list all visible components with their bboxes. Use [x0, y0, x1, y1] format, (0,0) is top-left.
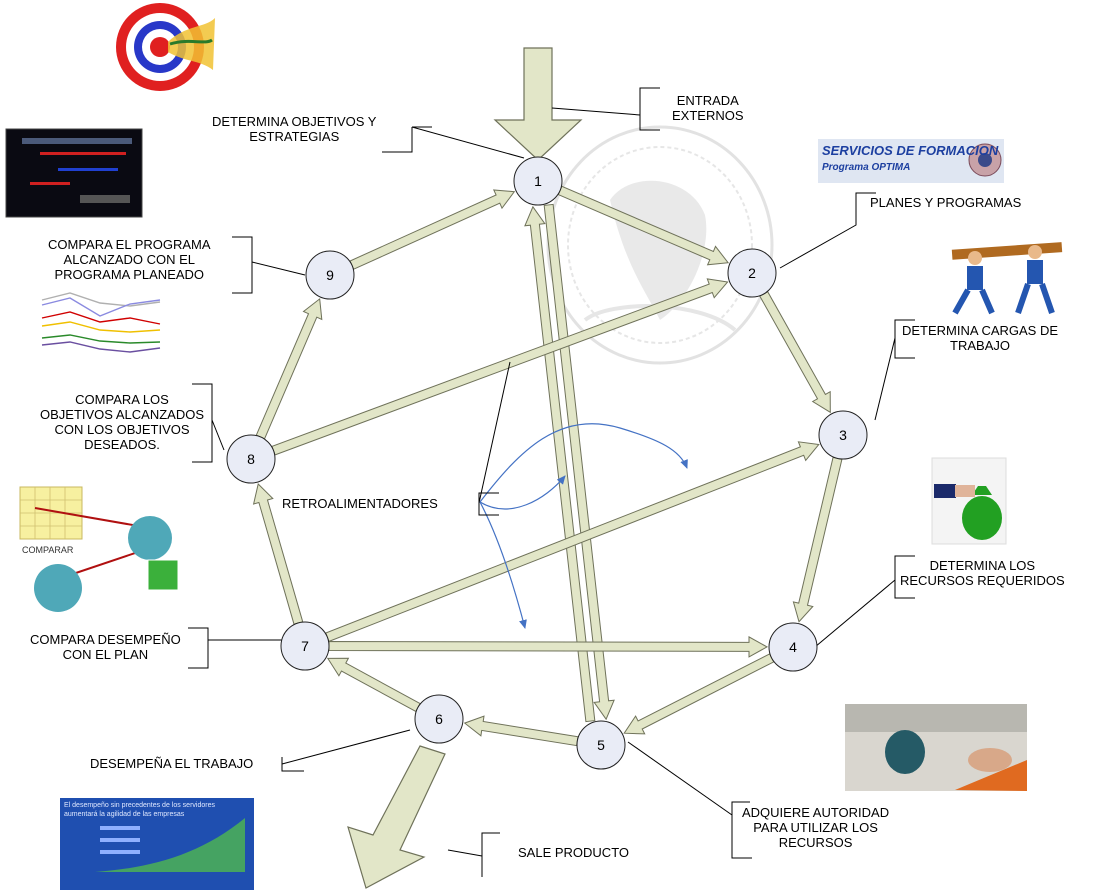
node-number: 8 [247, 451, 255, 467]
node-circle [305, 250, 355, 300]
node-circle [727, 248, 777, 298]
process-node-6: 6 [414, 694, 464, 744]
callout-leaders [188, 87, 915, 877]
node-circle [280, 621, 330, 671]
edge-arrow-7-8 [252, 483, 304, 625]
process-node-1: 1 [513, 156, 563, 206]
money-bag-clipart [931, 457, 1007, 545]
process-node-5: 5 [576, 720, 626, 770]
node-number: 7 [301, 638, 309, 654]
node-number: 3 [839, 427, 847, 443]
edge-arrow-7-3 [325, 441, 820, 643]
edge-arrow-2-3 [759, 291, 831, 414]
process-node-4: 4 [768, 622, 818, 672]
writing-hand-photo [845, 704, 1027, 791]
screen-thumbnail [5, 128, 143, 218]
node-number: 1 [534, 173, 542, 189]
process-node-7: 7 [280, 621, 330, 671]
desempena-label: DESEMPEÑA EL TRABAJO [90, 756, 254, 771]
node-circle [513, 156, 563, 206]
desempeno-slide-thumbnail [60, 798, 254, 890]
servicios-banner-title: SERVICIOS DE FORMACION [822, 143, 999, 158]
node-number: 5 [597, 737, 605, 753]
retroalimentadores-label: RETROALIMENTADORES [282, 496, 438, 511]
comparar-word: COMPARAR [22, 545, 74, 555]
edge-arrow-3-4 [792, 456, 843, 623]
node-circle [818, 410, 868, 460]
edge-arrow-5-1 [524, 205, 596, 723]
edge-arrow-7-4 [328, 636, 769, 658]
node-number: 4 [789, 639, 797, 655]
edge-arrow-4-5 [623, 653, 775, 735]
node-circle [576, 720, 626, 770]
process-node-3: 3 [818, 410, 868, 460]
sale-producto-arrow [347, 745, 446, 889]
node-circle [768, 622, 818, 672]
edge-arrow-9-1 [349, 189, 516, 270]
edge-arrow-8-2 [271, 278, 729, 456]
sale-producto-label: SALE PRODUCTO [518, 845, 630, 860]
watermark-crest [546, 125, 774, 365]
node-number: 2 [748, 265, 756, 281]
process-node-2: 2 [727, 248, 777, 298]
process-node-9: 9 [305, 250, 355, 300]
desempeno-slide-text: El desempeño sin precedentes de los serv… [64, 802, 215, 818]
node-number: 9 [326, 267, 334, 283]
servicios-banner-subtitle: Programa OPTIMA [822, 162, 911, 173]
edge-arrow-1-2 [557, 185, 730, 266]
process-node-8: 8 [226, 434, 276, 484]
entrada-arrow [493, 47, 583, 161]
comparar-clipart [19, 486, 179, 612]
edge-arrow-8-9 [255, 297, 323, 440]
servicios-banner [818, 139, 1004, 183]
node-number: 6 [435, 711, 443, 727]
edge-arrow-6-7 [326, 657, 421, 713]
workers-carrying-clipart [951, 242, 1063, 315]
line-chart-thumbnail [35, 285, 175, 367]
planes-label: PLANES Y PROGRAMAS [870, 195, 1022, 210]
target-logo [116, 3, 215, 91]
node-circle [414, 694, 464, 744]
edge-arrow-5-6 [463, 715, 579, 747]
node-circle [226, 434, 276, 484]
edge-arrow-1-5 [543, 203, 615, 721]
